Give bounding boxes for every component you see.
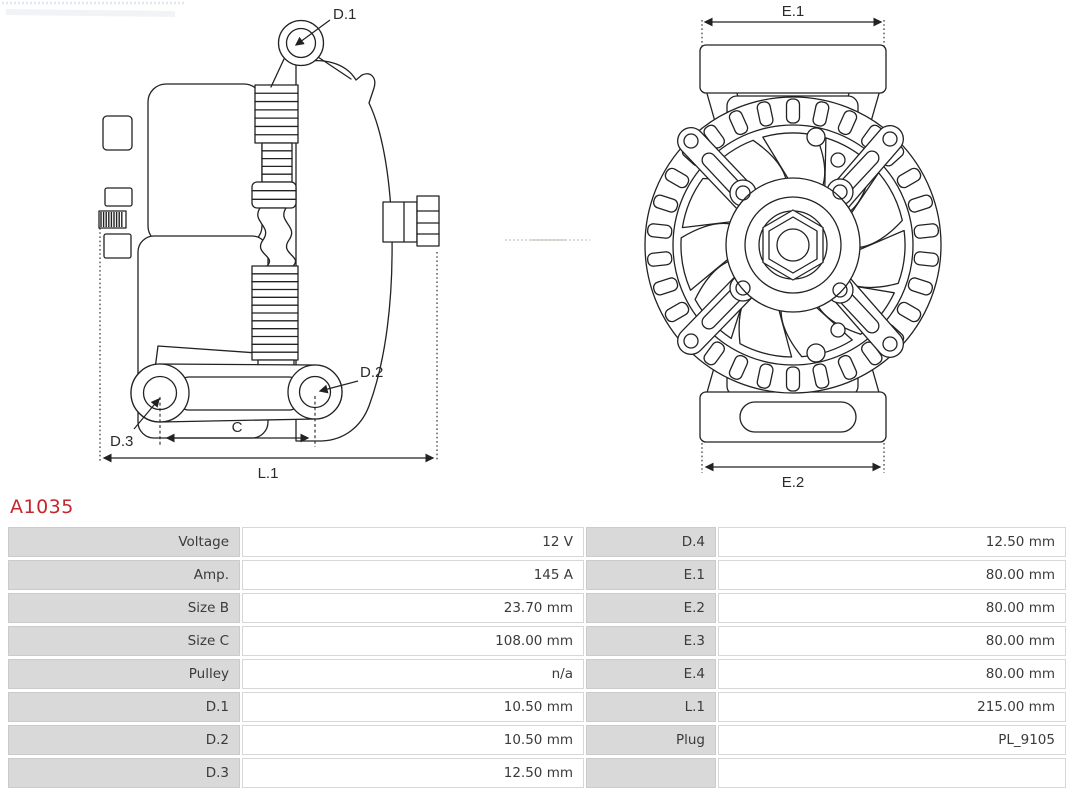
spec-label-cell: Voltage [8, 527, 240, 557]
spec-label-cell: D.2 [8, 725, 240, 755]
spec-label-cell: E.3 [586, 626, 716, 656]
spec-value-cell: 12.50 mm [718, 527, 1066, 557]
dim-label-c: C [232, 419, 243, 436]
spec-table: Voltage 12 V D.4 12.50 mm Amp. 145 A E.1… [8, 527, 1066, 788]
dim-label-l1: L.1 [258, 465, 279, 482]
dim-label-d3: D.3 [110, 433, 133, 450]
spec-label-cell: E.4 [586, 659, 716, 689]
spec-value-cell: PL_9105 [718, 725, 1066, 755]
spec-value-cell: 10.50 mm [242, 725, 584, 755]
spec-label-cell: Size B [8, 593, 240, 623]
spec-label-cell: D.1 [8, 692, 240, 722]
spec-value-cell: 80.00 mm [718, 659, 1066, 689]
spec-value-cell: 108.00 mm [242, 626, 584, 656]
spec-label-cell: L.1 [586, 692, 716, 722]
spec-label-cell: D.3 [8, 758, 240, 788]
part-number: A1035 [10, 496, 74, 518]
rear-view-drawing: E.1 E.2 [644, 3, 942, 491]
side-view-drawing: C L.1 D.1 D.2 D.3 [98, 6, 440, 482]
spec-label-cell: Size C [8, 626, 240, 656]
spec-value-cell: 80.00 mm [718, 560, 1066, 590]
spec-value-cell: 12 V [242, 527, 584, 557]
bottom-bracket-slot [739, 401, 857, 433]
spec-value-cell: n/a [242, 659, 584, 689]
dim-label-e1: E.1 [782, 3, 805, 20]
spec-value-cell: 10.50 mm [242, 692, 584, 722]
dim-label-e2: E.2 [782, 474, 805, 491]
spec-value-cell: 80.00 mm [718, 593, 1066, 623]
spec-label-cell: E.1 [586, 560, 716, 590]
alternator-technical-drawing: C L.1 D.1 D.2 D.3 [2, 1, 942, 491]
connector-hatching [100, 212, 123, 227]
shaft-center [776, 228, 810, 262]
spec-value-cell: 12.50 mm [242, 758, 584, 788]
spec-label-cell [586, 758, 716, 788]
dim-label-d2: D.2 [360, 364, 383, 381]
spec-value-cell: 23.70 mm [242, 593, 584, 623]
spec-label-cell: D.4 [586, 527, 716, 557]
spec-value-cell: 145 A [242, 560, 584, 590]
spec-label-cell: Amp. [8, 560, 240, 590]
spec-label-cell: Plug [586, 725, 716, 755]
spec-label-cell: E.2 [586, 593, 716, 623]
spec-value-cell: 80.00 mm [718, 626, 1066, 656]
dim-label-d1: D.1 [333, 6, 356, 23]
faint-watermark [2, 1, 590, 241]
spec-value-cell [718, 758, 1066, 788]
spec-label-cell: Pulley [8, 659, 240, 689]
spec-value-cell: 215.00 mm [718, 692, 1066, 722]
